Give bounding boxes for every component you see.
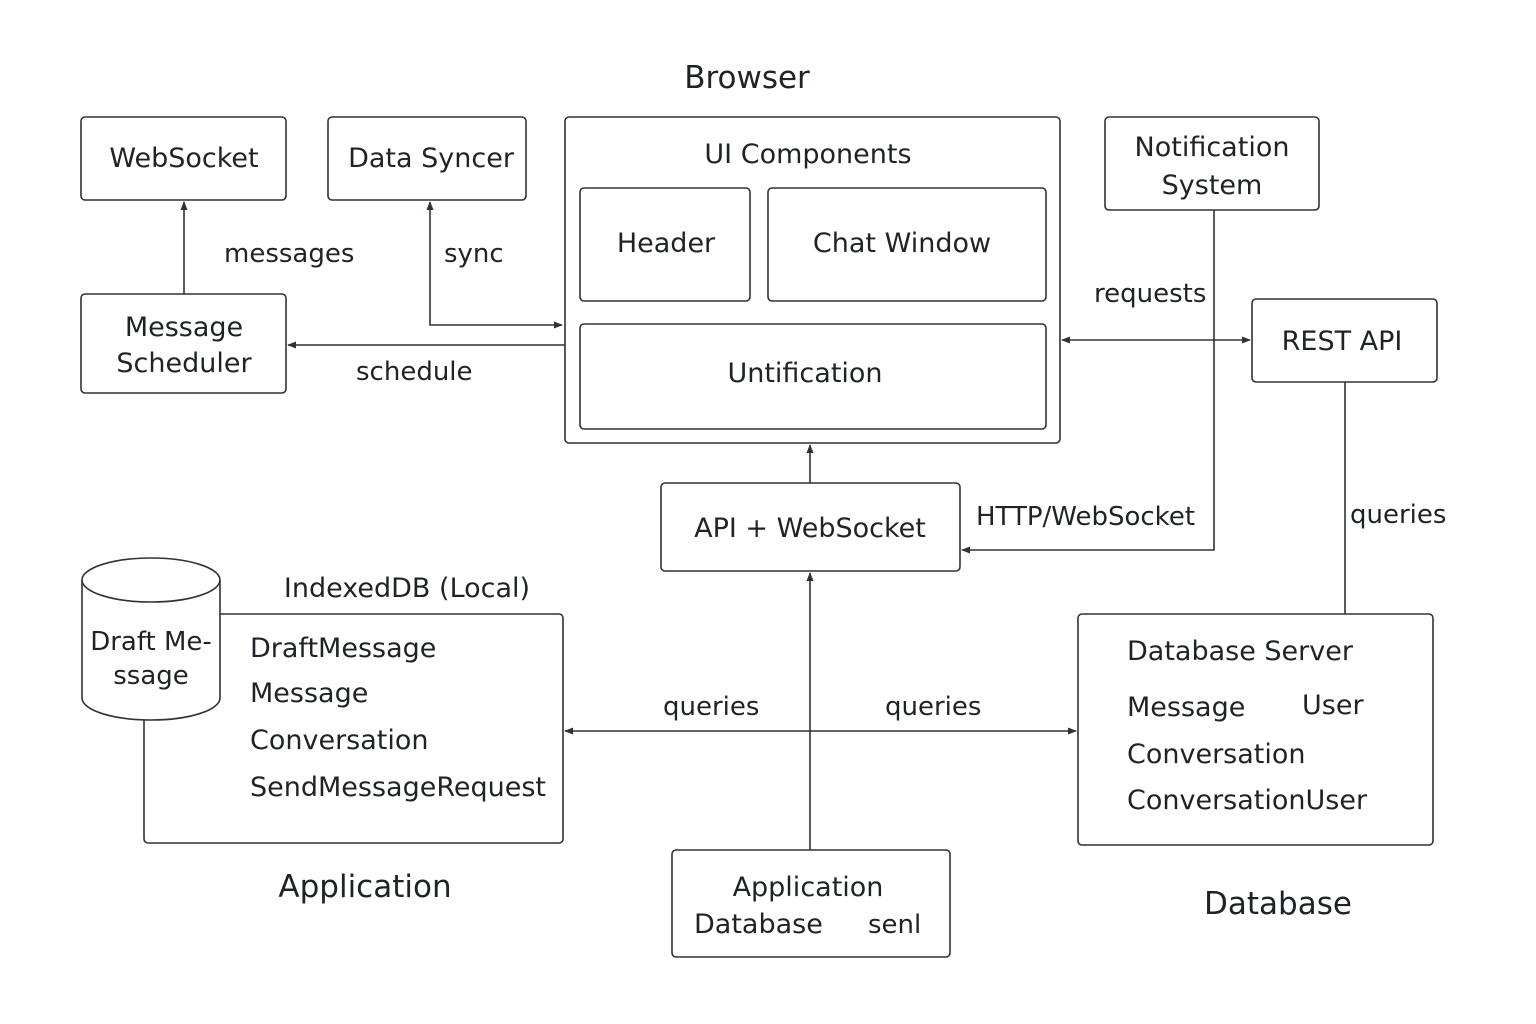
application-database-label-line1: Application (733, 872, 884, 903)
draft-message-cylinder: Draft Me- ssage (81, 557, 221, 721)
database-server-title: Database Server (1127, 636, 1354, 667)
edge-label-sync: sync (444, 239, 504, 269)
notification-system-label-line2: System (1162, 170, 1263, 201)
edge-label-schedule: schedule (356, 357, 473, 387)
indexeddb-item: SendMessageRequest (250, 772, 546, 803)
database-server-item: User (1302, 690, 1364, 721)
edge-label-messages: messages (224, 239, 354, 269)
ui-components-title: UI Components (704, 139, 911, 170)
api-websocket-label: API + WebSocket (694, 513, 926, 544)
database-group-title: Database (1204, 886, 1352, 922)
application-database-label-line2: Database (694, 909, 823, 940)
edge-label-queries-mid: queries (885, 692, 981, 722)
cylinder-label-line1: Draft Me- (90, 627, 212, 657)
untification-box (579, 323, 1047, 430)
indexeddb-item: DraftMessage (250, 633, 436, 664)
header-box (579, 187, 751, 302)
notification-system-node: Notification System (1104, 116, 1320, 211)
edge-label-requests: requests (1094, 279, 1206, 309)
edge-notification-to-api (961, 210, 1215, 554)
database-server-node: Database Server Message User Conversatio… (1077, 613, 1434, 846)
message-scheduler-label-line2: Scheduler (116, 348, 252, 379)
edge-browser-to-datasyncer (426, 201, 563, 329)
application-group-title: Application (278, 869, 451, 905)
ui-components-node: UI Components Header Chat Window Untific… (564, 116, 1061, 444)
api-websocket-node: API + WebSocket (660, 482, 961, 572)
edge-label-queries-left: queries (663, 692, 759, 722)
indexeddb-title: IndexedDB (Local) (284, 573, 530, 604)
database-server-item: Conversation (1127, 739, 1306, 770)
edge-label-queries-right: queries (1350, 500, 1446, 530)
header-label: Header (617, 228, 716, 259)
rest-api-label: REST API (1282, 326, 1403, 357)
notification-system-label-line1: Notification (1135, 132, 1290, 163)
database-server-item: ConversationUser (1127, 785, 1368, 816)
websocket-node: WebSocket (80, 116, 287, 201)
websocket-label: WebSocket (109, 143, 258, 174)
chat-window-box (767, 187, 1047, 302)
message-scheduler-node: Message Scheduler (80, 293, 287, 394)
data-syncer-node: Data Syncer (327, 116, 527, 201)
browser-group-title: Browser (684, 60, 810, 96)
application-database-node: Application Database senl (671, 849, 951, 958)
indexeddb-item: Message (250, 678, 368, 709)
indexeddb-item: Conversation (250, 725, 429, 756)
application-database-label-extra: senl (868, 910, 921, 940)
indexeddb-node: IndexedDB (Local) DraftMessage Message C… (143, 573, 564, 844)
chat-window-label: Chat Window (813, 228, 991, 259)
message-scheduler-label-line1: Message (125, 312, 243, 343)
edge-label-http-websocket: HTTP/WebSocket (976, 502, 1195, 532)
untification-label: Untification (727, 358, 882, 389)
cylinder-label-line2: ssage (113, 661, 189, 691)
data-syncer-label: Data Syncer (348, 143, 515, 174)
database-server-item: Message (1127, 692, 1245, 723)
rest-api-node: REST API (1251, 298, 1438, 383)
